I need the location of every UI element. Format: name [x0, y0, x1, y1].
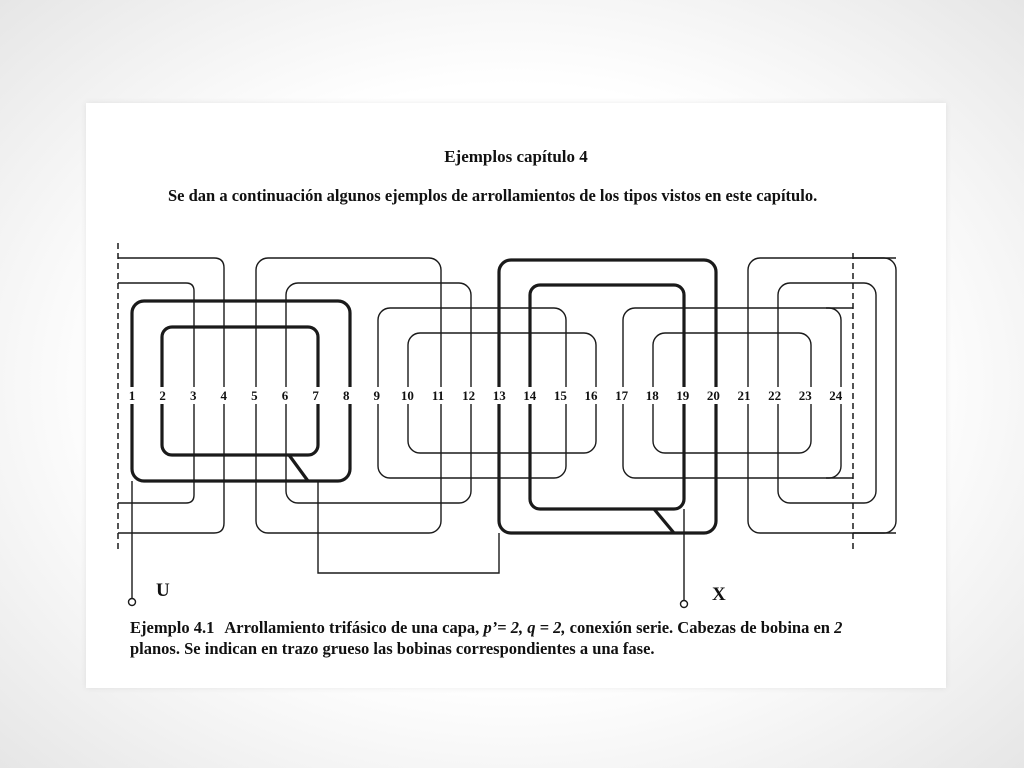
coil-connector — [287, 454, 310, 482]
slot-label: 4 — [221, 388, 228, 403]
terminal-x-label: X — [712, 584, 726, 605]
slot-label-bg — [765, 387, 784, 404]
slot-label-bg — [214, 387, 233, 404]
slot-label: 22 — [768, 388, 781, 403]
slot-label: 20 — [707, 388, 720, 403]
slot-label-bg — [673, 387, 692, 404]
slot-label: 14 — [523, 388, 537, 403]
slot-label: 15 — [554, 388, 568, 403]
slot-label: 8 — [343, 388, 350, 403]
slot-label: 3 — [190, 388, 197, 403]
slot-label: 16 — [585, 388, 599, 403]
slot-label-bg — [153, 387, 172, 404]
slot-label-bg — [367, 387, 386, 404]
slot-label-bg — [123, 387, 141, 404]
caption-q: q = 2, — [527, 618, 566, 637]
slot-label: 5 — [251, 388, 258, 403]
caption-text-3: planos. Se indican en trazo grueso las b… — [130, 639, 655, 658]
slot-label: 23 — [799, 388, 813, 403]
slot-label-bg — [735, 387, 753, 404]
slot-label-bg — [643, 387, 662, 404]
slot-label: 1 — [129, 388, 136, 403]
slot-label: 24 — [829, 388, 843, 403]
coil-connector — [652, 507, 676, 535]
slot-label-bg — [459, 387, 478, 404]
section-heading: Ejemplos capítulo 4 — [444, 147, 588, 166]
caption-planes: 2 — [834, 618, 843, 637]
slot-label-bg — [582, 387, 600, 404]
slot-label: 17 — [615, 388, 629, 403]
document-page: Ejemplos capítulo 4 Se dan a continuació… — [86, 103, 946, 688]
slot-label: 11 — [432, 388, 444, 403]
slot-label: 18 — [646, 388, 660, 403]
slot-label: 12 — [462, 388, 475, 403]
slot-label: 10 — [401, 388, 414, 403]
slot-label: 9 — [374, 388, 381, 403]
slot-label-bg — [520, 387, 539, 404]
slot-label-bg — [612, 387, 631, 404]
caption-p: p’= 2, — [483, 618, 524, 637]
slot-label-bg — [184, 387, 203, 404]
series-connection — [317, 481, 500, 574]
slot-label-bg — [551, 387, 570, 404]
terminal-u-node — [127, 597, 137, 607]
slot-label: 21 — [738, 388, 751, 403]
slot-label-bg — [398, 387, 417, 404]
slot-label-bg — [490, 387, 509, 404]
intro-paragraph: Se dan a continuación algunos ejemplos d… — [168, 186, 818, 205]
caption-text-2: conexión serie. Cabezas de bobina en — [569, 618, 830, 637]
slot-label-bg — [337, 387, 356, 404]
slot-label: 19 — [676, 388, 690, 403]
slot-label-bg — [245, 387, 264, 404]
slot-label: 2 — [159, 388, 166, 403]
terminal-u-label: U — [156, 580, 170, 601]
caption-label: Ejemplo 4.1 — [130, 618, 215, 637]
slot-label-bg — [276, 387, 294, 404]
terminal-x-node — [679, 599, 689, 609]
slot-label-bg — [704, 387, 723, 404]
slot-label: 13 — [493, 388, 507, 403]
slot-label-bg — [429, 387, 447, 404]
slot-label-bg — [306, 387, 325, 404]
slot-label-bg — [826, 387, 845, 404]
slot-label: 6 — [282, 388, 289, 403]
caption-text-1: Arrollamiento trifásico de una capa, — [224, 618, 480, 637]
slot-label: 7 — [312, 388, 319, 403]
figure-caption: Ejemplo 4.1 Arrollamiento trifásico de un… — [130, 617, 856, 659]
slot-label-bg — [796, 387, 815, 404]
